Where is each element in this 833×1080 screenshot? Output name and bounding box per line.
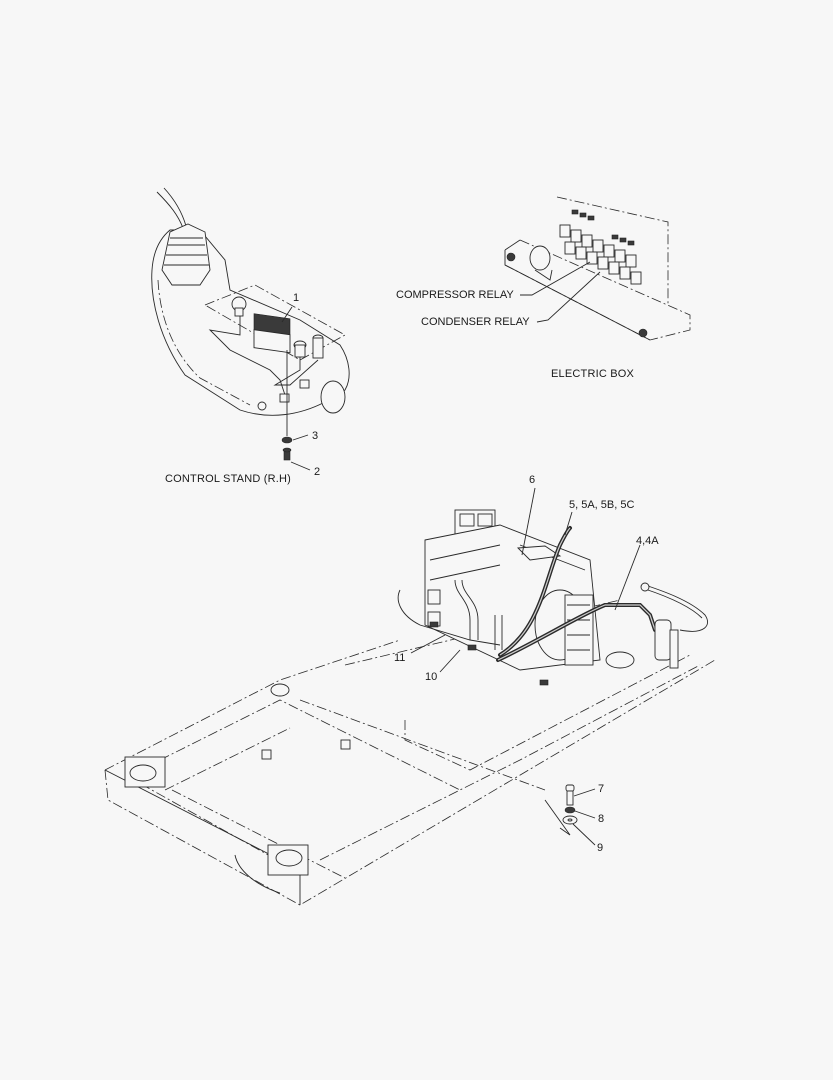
callout-item-8: 8: [598, 813, 605, 825]
hvac-unit-drawing: [397, 487, 709, 686]
callout-item-7: 7: [598, 783, 605, 795]
condenser-relay-label: CONDENSER RELAY: [421, 316, 530, 328]
callout-item-4: 4,4A: [636, 535, 659, 547]
callout-item-9: 9: [597, 842, 604, 854]
callout-item-6: 6: [529, 474, 536, 486]
control-stand-title: CONTROL STAND (R.H): [165, 473, 292, 485]
compressor-relay-label: COMPRESSOR RELAY: [396, 289, 514, 301]
electric-box-title: ELECTRIC BOX: [551, 368, 635, 380]
callout-item-3: 3: [312, 430, 319, 442]
control-stand-drawing: [151, 187, 350, 471]
callout-item-1: 1: [293, 292, 300, 304]
callout-item-10: 10: [425, 671, 438, 683]
callout-item-11: 11: [394, 652, 406, 664]
callout-item-5: 5, 5A, 5B, 5C: [569, 499, 635, 511]
cab-floor-drawing: [104, 599, 716, 906]
electric-box-drawing: [504, 196, 691, 341]
callout-item-2: 2: [314, 466, 321, 478]
fasteners-drawing: [544, 784, 596, 846]
